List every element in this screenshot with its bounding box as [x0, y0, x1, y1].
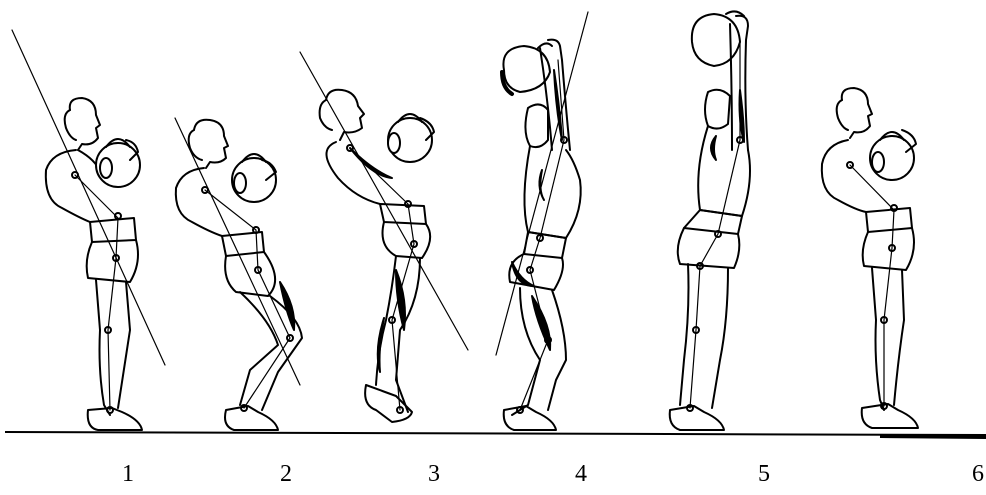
ground-line [5, 432, 986, 437]
phase-label-4: 4 [575, 462, 587, 486]
phase-label-3: 3 [428, 462, 440, 486]
athlete-figure-5 [670, 11, 750, 430]
athlete-figure-2 [175, 118, 302, 430]
athlete-figure-4 [496, 12, 588, 430]
phase-label-6: 6 [972, 462, 984, 486]
balance-line-3 [300, 52, 468, 350]
athlete-figure-3 [300, 52, 468, 422]
athlete-figure-1 [12, 30, 165, 430]
balance-line-2 [175, 118, 300, 385]
phase-label-5: 5 [758, 462, 770, 486]
phase-label-2: 2 [280, 462, 292, 486]
phase-label-1: 1 [122, 462, 134, 486]
athlete-figure-6 [822, 88, 918, 428]
balance-line-1 [12, 30, 165, 365]
